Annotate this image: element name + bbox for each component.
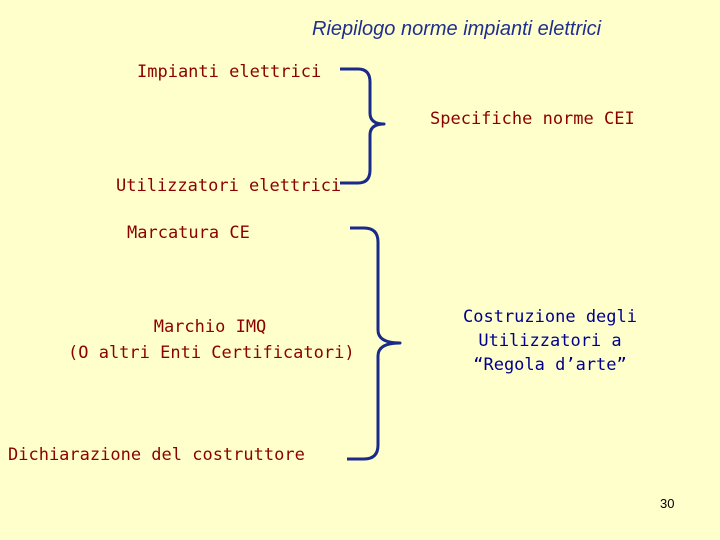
result-line-3: “Regola d’arte” bbox=[473, 355, 627, 375]
item-impianti-elettrici: Impianti elettrici bbox=[137, 62, 322, 82]
brace-regola-arte bbox=[347, 226, 402, 461]
item-marchio-imq: Marchio IMQ bbox=[153, 317, 267, 337]
item-altri-enti: (O altri Enti Certificatori) bbox=[68, 343, 355, 363]
page-number: 30 bbox=[660, 496, 675, 511]
result-line-1: Costruzione degli bbox=[463, 307, 637, 327]
item-dichiarazione-costruttore: Dichiarazione del costruttore bbox=[8, 445, 305, 465]
item-marcatura-ce: Marcatura CE bbox=[127, 223, 250, 243]
result-line-2: Utilizzatori a bbox=[478, 331, 622, 351]
slide-title: Riepilogo norme impianti elettrici bbox=[312, 18, 602, 40]
item-utilizzatori-elettrici: Utilizzatori elettrici bbox=[116, 176, 342, 196]
brace-norme-cei bbox=[340, 67, 386, 185]
result-specifiche-norme-cei: Specifiche norme CEI bbox=[430, 109, 635, 129]
